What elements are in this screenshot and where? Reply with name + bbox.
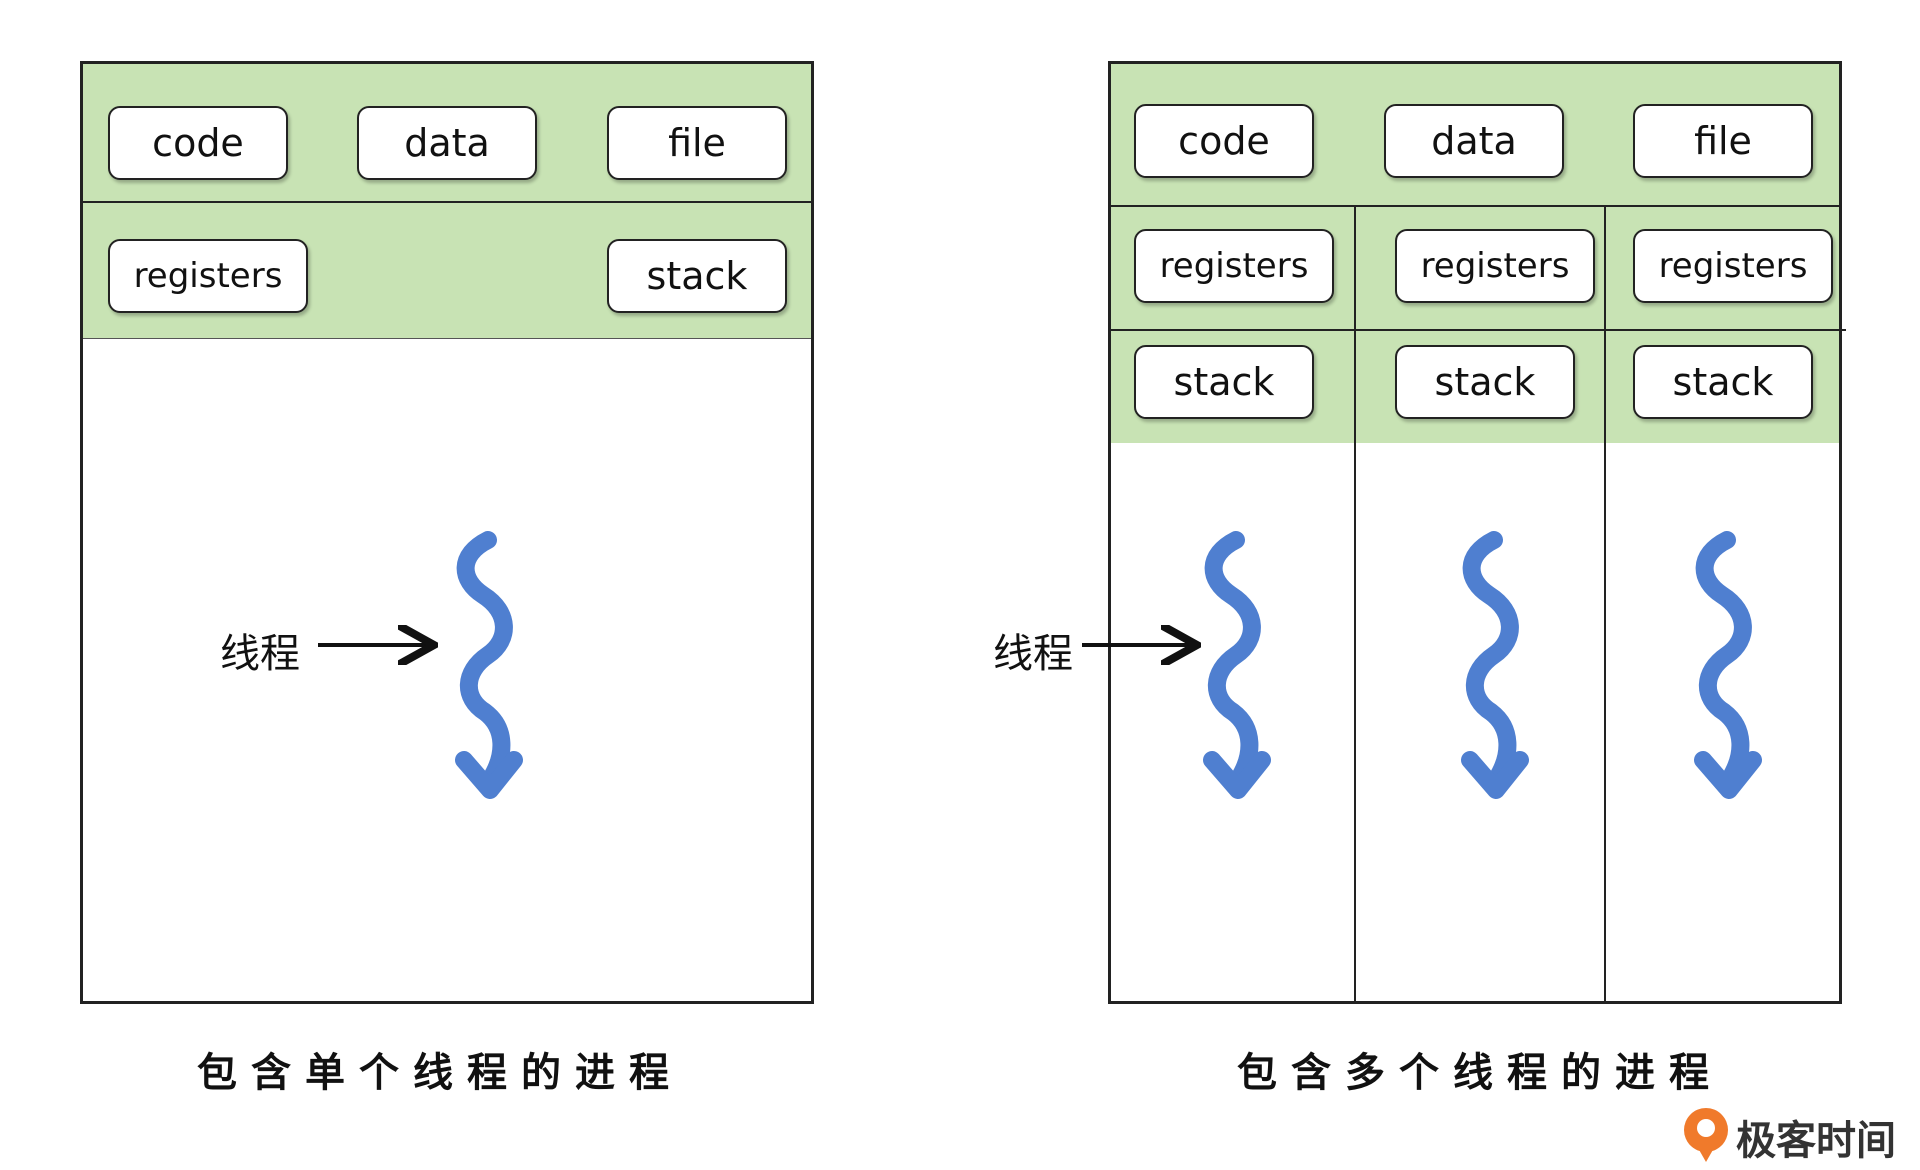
single-file-box: file (607, 106, 787, 180)
multi-thread-1-squiggle-icon (1212, 540, 1262, 790)
multi-band-divider (1111, 205, 1842, 207)
multi-process-caption: 包含多个线程的进程 (1237, 1050, 1723, 1096)
multi-thread-3-stack-box: stack (1633, 345, 1813, 419)
multi-registers-stack-divider (1111, 329, 1846, 331)
geektime-logo-icon (1684, 1108, 1728, 1162)
single-stack-box: stack (607, 239, 787, 313)
multi-thread-1-registers-box: registers (1134, 229, 1334, 303)
multi-thread-1-stack-box: stack (1134, 345, 1314, 419)
single-thread-squiggle-icon (464, 540, 514, 790)
multi-thread-3-registers-box: registers (1633, 229, 1833, 303)
multi-thread-2-stack-box: stack (1395, 345, 1575, 419)
multi-data-box: data (1384, 104, 1564, 178)
single-data-box: data (357, 106, 537, 180)
geektime-logo-text: 极客时间 (1736, 1118, 1896, 1164)
multi-thread-2-squiggle-icon (1470, 540, 1520, 790)
single-process-caption: 包含单个线程的进程 (197, 1050, 683, 1096)
multi-code-box: code (1134, 104, 1314, 178)
multi-thread-column-divider-1 (1354, 207, 1356, 1001)
multi-thread-2-registers-box: registers (1395, 229, 1595, 303)
single-thread-label: 线程 (220, 631, 300, 677)
multi-thread-3-squiggle-icon (1703, 540, 1753, 790)
single-registers-box: registers (108, 239, 308, 313)
multi-thread-column-divider-2 (1604, 207, 1606, 1001)
single-band-bottom-divider (83, 338, 811, 339)
single-code-box: code (108, 106, 288, 180)
multi-file-box: file (1633, 104, 1813, 178)
multi-thread-label: 线程 (993, 631, 1073, 677)
single-band-divider (83, 201, 811, 203)
